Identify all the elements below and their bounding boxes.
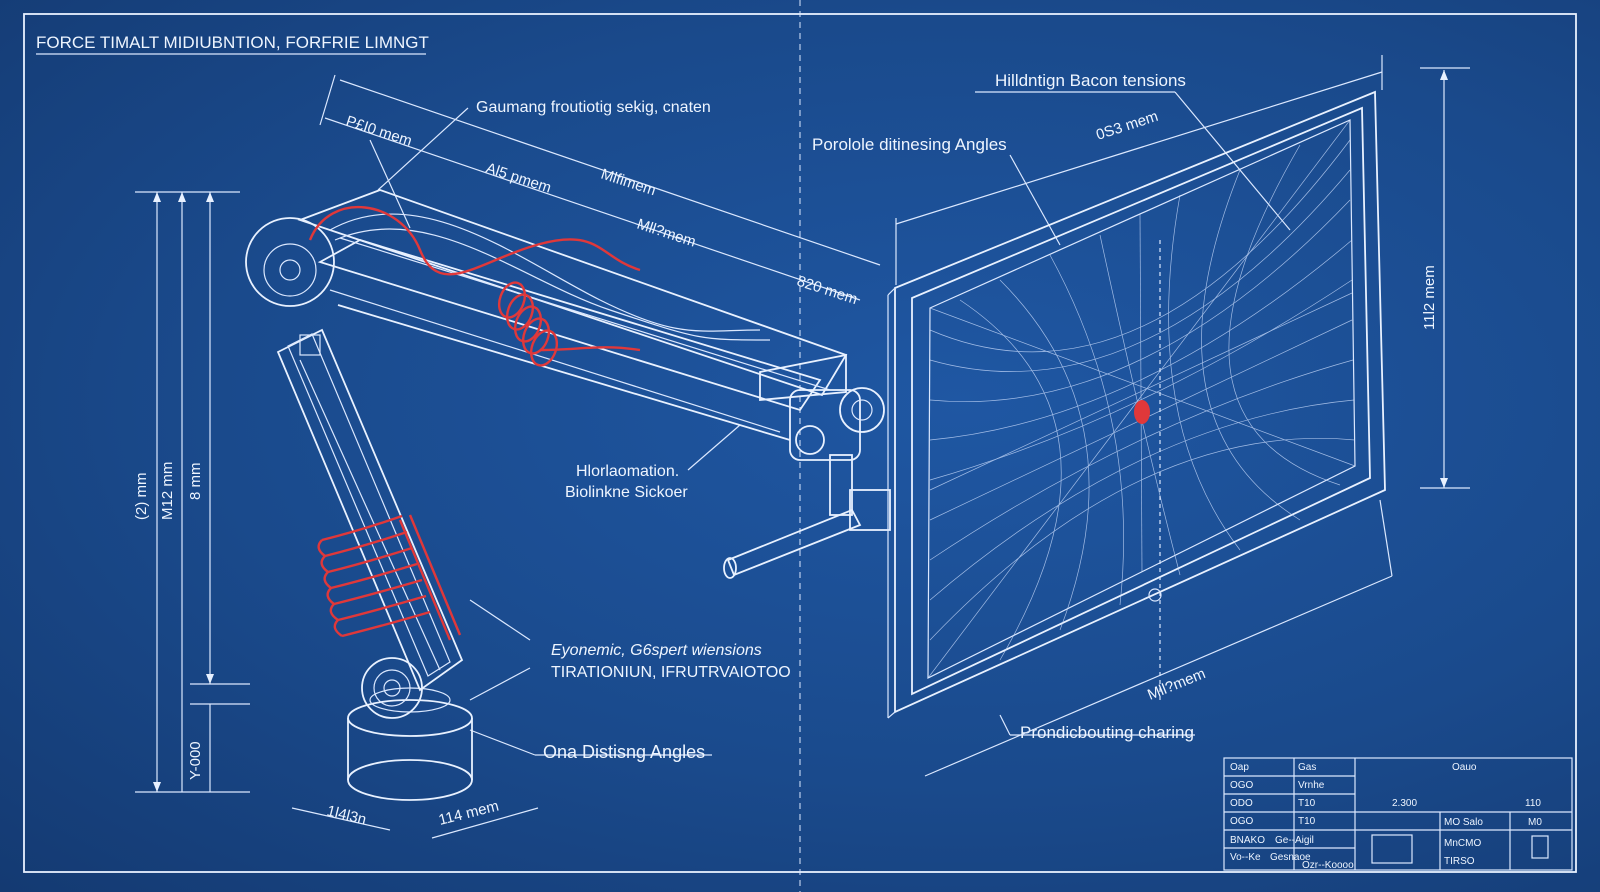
tb-header-mid: Gas <box>1298 762 1316 773</box>
left-vertical-dimensions <box>135 191 250 793</box>
tb-row-7-b: Ozr--Koooo <box>1302 860 1354 871</box>
tb-row-1-b: Vrnhe <box>1298 780 1325 791</box>
callout-right-top: Hilldntign Bacon tensions <box>995 71 1186 90</box>
dim-label-d8: Mll?mem <box>1145 665 1208 704</box>
tb-row-3-a: OGO <box>1230 816 1254 827</box>
dim-label-b2: 114 mem <box>437 798 501 829</box>
callout-pivot-2: Biolinkne Sickoer <box>565 484 688 501</box>
callout-bottom-right: Prondicbouting charing <box>1020 723 1194 742</box>
dim-label-d6: 0S3 mem <box>1094 108 1160 144</box>
tb-right-6: TIRSO <box>1444 856 1475 867</box>
callout-monitor-angles: Porolole ditinesing Angles <box>812 135 1007 154</box>
dim-label-d1: P£I0 mem <box>344 113 414 150</box>
tb-header-right: Oauo <box>1452 762 1477 773</box>
dim-label-b1: 1l4l3n <box>325 802 368 828</box>
tb-row-1-a: OGO <box>1230 780 1254 791</box>
title-block: Oap Gas Oauo OGO Vrnhe ODO T10 OGO T10 B… <box>1223 757 1573 871</box>
dim-label-v1: (2) mm <box>133 473 150 521</box>
tb-row-3-b: T10 <box>1298 816 1316 827</box>
base-dimension-lines <box>291 807 539 839</box>
dim-label-d7: 11l2 mem <box>1421 265 1438 330</box>
dim-label-v3: 8 mm <box>187 463 204 501</box>
tb-row-5-b: Ge--Aigil <box>1275 835 1314 846</box>
arm-dimension-lines <box>319 74 881 301</box>
tb-right-5: MnCMO <box>1444 838 1481 849</box>
dim-label-d3: Mlfimem <box>599 166 658 200</box>
callout-top-arm: Gaumang froutiotig sekig, cnaten <box>476 99 711 116</box>
drawing-frame <box>23 0 1577 892</box>
callout-base-2: TIRATIONIUN, IFRUTRVAIOTOO <box>551 664 791 681</box>
tb-row-2-b: T10 <box>1298 798 1316 809</box>
tb-row-5-a: BNAKO <box>1230 835 1265 846</box>
callout-base-1: Eyonemic, G6spert wiensions <box>551 642 762 659</box>
drawing-title: FORCE TIMALT MIDIUBNTION, FORFRIE LIMNGT <box>36 33 429 52</box>
monitor-dimension-lines <box>895 55 1470 777</box>
tb-row-6-a: Vo--Ke <box>1230 852 1261 863</box>
dim-label-d5: 820 mem <box>795 273 860 308</box>
callout-pivot-1: Hlorlaomation. <box>576 463 679 480</box>
callout-base-angles: Ona Distisng Angles <box>543 742 705 762</box>
dim-label-d4: Mll?mem <box>635 216 698 251</box>
tb-right-2: 110 <box>1525 798 1541 809</box>
tb-header-left: Oap <box>1230 762 1249 773</box>
tb-right-4: M0 <box>1528 817 1542 828</box>
monitor-arm-drawing <box>245 189 891 801</box>
tb-right-1: 2.300 <box>1392 798 1417 809</box>
dim-label-v4: Y-000 <box>187 741 204 780</box>
tb-right-3: MO Salo <box>1444 817 1483 828</box>
dim-label-v2: M12 mm <box>159 462 176 520</box>
tb-row-2-a: ODO <box>1230 798 1253 809</box>
dim-label-d2: Al5 pmem <box>484 160 553 197</box>
tb-row-6-b: Gesnaoe <box>1270 852 1311 863</box>
callout-leaders <box>377 91 1291 756</box>
monitor-drawing <box>887 90 1386 719</box>
